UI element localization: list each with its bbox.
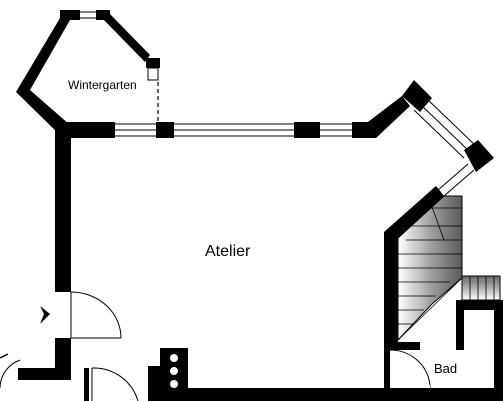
staircase bbox=[384, 186, 503, 350]
atelier-walls bbox=[55, 80, 494, 368]
room-label-bad: Bad bbox=[434, 361, 457, 376]
bad-door bbox=[389, 349, 431, 389]
bad-walls bbox=[384, 300, 503, 401]
wintergarten-walls bbox=[16, 10, 160, 135]
atelier-windows bbox=[115, 97, 477, 197]
room-label-atelier: Atelier bbox=[205, 243, 251, 260]
atelier-entrance-door bbox=[40, 291, 122, 339]
room-label-wintergarten: Wintergarten bbox=[68, 78, 137, 92]
wintergarten-windows bbox=[80, 11, 159, 122]
lower-left-door bbox=[0, 353, 139, 401]
bottom-wall bbox=[148, 348, 503, 401]
